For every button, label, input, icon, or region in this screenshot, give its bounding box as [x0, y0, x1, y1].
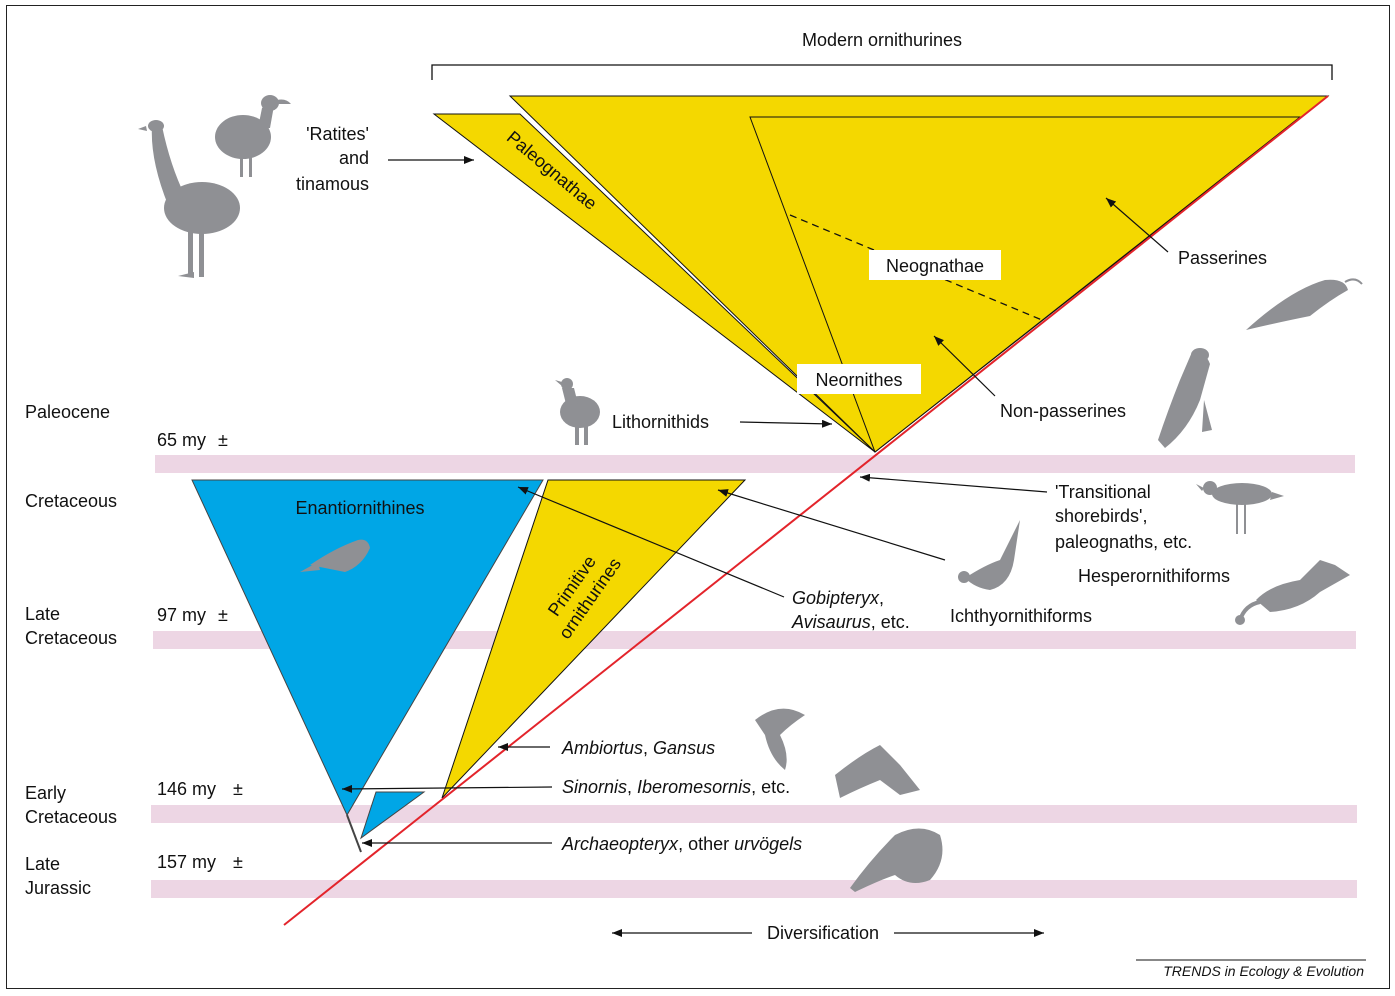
ambiortus-name: Ambiortus — [561, 738, 643, 758]
lithornithids-label: Lithornithids — [612, 412, 709, 432]
age-157my-pm: ± — [233, 852, 243, 872]
age-146my: 146 my — [157, 779, 216, 799]
transitional-arrow — [859, 473, 1048, 493]
iberomesornis-name: Iberomesornis — [637, 777, 751, 797]
ichthyornis-silhouette-icon — [958, 520, 1020, 590]
small-blue-triangle — [360, 791, 426, 840]
ratites-label-2: and — [339, 148, 369, 168]
modern-ornithurines-bracket — [431, 64, 1333, 80]
archaeopteryx-label: Archaeopteryx, other urvögels — [561, 834, 802, 854]
avisaurus-label: Avisaurus, etc. — [791, 612, 910, 632]
enantiornithine-silhouette-icon — [300, 539, 370, 572]
enantiornithines-triangle — [191, 479, 544, 817]
archaeopteryx-sep: , other — [678, 834, 734, 854]
transitional-label-3: paleognaths, etc. — [1055, 532, 1192, 552]
transitional-label-2: shorebirds', — [1055, 506, 1147, 526]
band-157my — [151, 880, 1357, 898]
non-passerines-arrow — [933, 335, 996, 397]
ambiortus-silhouette-icon — [755, 708, 805, 770]
age-97my-pm: ± — [218, 605, 228, 625]
archaeopteryx-stem — [346, 814, 362, 853]
neognathae-label-bg — [869, 250, 1001, 280]
period-cretaceous: Cretaceous — [25, 491, 117, 511]
enantiornithines-label: Enantiornithines — [295, 498, 424, 518]
band-65my — [155, 455, 1355, 473]
gobipteryx-rest: , — [879, 588, 884, 608]
avisaurus-name: Avisaurus — [791, 612, 871, 632]
avisaurus-rest: , etc. — [871, 612, 910, 632]
neornithes-label-bg — [797, 364, 921, 394]
paleognathae-triangle — [432, 113, 876, 453]
age-146my-pm: ± — [233, 779, 243, 799]
primitive-ornithurines-triangle — [441, 479, 747, 799]
archaeopteryx-name: Archaeopteryx — [561, 834, 679, 854]
gansus-name: Gansus — [653, 738, 715, 758]
neornithes-label: Neornithes — [815, 370, 902, 390]
shorebird-silhouette-icon — [1196, 481, 1284, 534]
tinamou-silhouette-icon — [215, 95, 291, 177]
lithornithids-arrow — [739, 419, 833, 428]
transitional-label-1: 'Transitional — [1055, 482, 1151, 502]
period-early-cretaceous-1: Early — [25, 783, 66, 803]
period-early-cretaceous-2: Cretaceous — [25, 807, 117, 827]
source-credit: TRENDS in Ecology & Evolution — [1163, 963, 1364, 979]
period-late-cretaceous-2: Cretaceous — [25, 628, 117, 648]
urvogels-name: urvögels — [734, 834, 802, 854]
band-97my — [153, 631, 1356, 649]
diversification-label: Diversification — [767, 923, 879, 943]
period-late-jurassic-1: Late — [25, 854, 60, 874]
age-65my-pm: ± — [218, 430, 228, 450]
age-65my: 65 my — [157, 430, 206, 450]
ratites-label-3: tinamous — [296, 174, 369, 194]
gobipteryx-name: Gobipteryx — [792, 588, 880, 608]
hesperornis-silhouette-icon — [1235, 560, 1350, 625]
period-late-jurassic-2: Jurassic — [25, 878, 91, 898]
age-97my: 97 my — [157, 605, 206, 625]
period-late-cretaceous-1: Late — [25, 604, 60, 624]
gobipteryx-label: Gobipteryx, — [792, 588, 884, 608]
ichthyornithiforms-label: Ichthyornithiforms — [950, 606, 1092, 626]
lithornithid-silhouette-icon — [555, 378, 600, 445]
sinornis-arrow — [341, 784, 553, 793]
neognathae-label: Neognathae — [886, 256, 984, 276]
period-paleocene: Paleocene — [25, 402, 110, 422]
figure-frame — [6, 5, 1390, 989]
ratites-label-1: 'Ratites' — [306, 124, 369, 144]
sinornis-label: Sinornis, Iberomesornis, etc. — [562, 777, 790, 797]
rhea-silhouette-icon — [138, 120, 240, 278]
sinornis-sep: , — [627, 777, 637, 797]
sinornis-silhouette-icon — [835, 745, 920, 798]
passerine-silhouette-icon — [1246, 278, 1363, 330]
ichthyornithiforms-arrow — [717, 489, 946, 561]
hawk-silhouette-icon — [1158, 348, 1212, 448]
hesperornithiforms-label: Hesperornithiforms — [1078, 566, 1230, 586]
band-146my — [151, 805, 1357, 823]
ambiortus-sep: , — [643, 738, 653, 758]
iberomesornis-rest: , etc. — [751, 777, 790, 797]
modern-ornithurines-label: Modern ornithurines — [802, 30, 962, 50]
age-157my: 157 my — [157, 852, 216, 872]
archaeopteryx-silhouette-icon — [850, 828, 943, 892]
ambiortus-label: Ambiortus, Gansus — [561, 738, 715, 758]
non-passerines-label: Non-passerines — [1000, 401, 1126, 421]
gobipteryx-arrow — [517, 486, 785, 598]
sinornis-name: Sinornis — [562, 777, 627, 797]
red-baseline — [283, 95, 1329, 926]
passerines-label: Passerines — [1178, 248, 1267, 268]
passerines-arrow — [1105, 197, 1169, 253]
